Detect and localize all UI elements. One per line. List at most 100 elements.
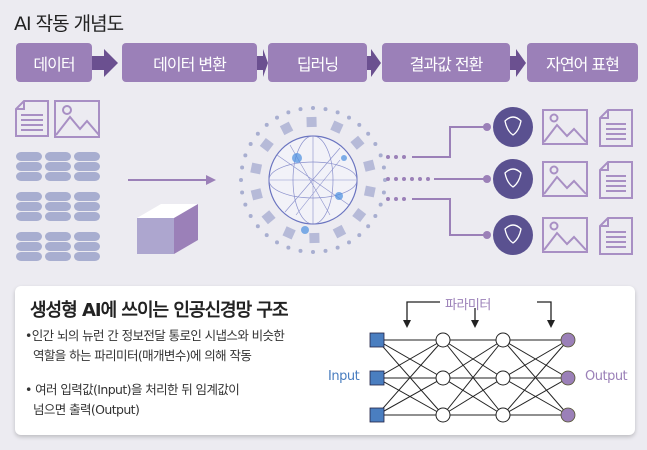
ring-dot bbox=[335, 245, 340, 250]
ring-dot bbox=[298, 248, 303, 253]
parameter-arrows bbox=[406, 301, 552, 322]
ring-dot bbox=[248, 214, 253, 218]
database-icon bbox=[74, 232, 100, 261]
ring-dot bbox=[311, 106, 315, 110]
bullet-2-line-2: 넘으면 출력(Output) bbox=[33, 402, 140, 417]
ring-dot bbox=[381, 165, 386, 170]
ring-dot bbox=[240, 165, 245, 170]
ring-dot bbox=[373, 142, 378, 146]
hidden-node bbox=[495, 370, 511, 386]
network-edges bbox=[376, 339, 569, 416]
ring-dot bbox=[286, 245, 291, 250]
ring-block bbox=[282, 226, 296, 240]
ring-dot bbox=[378, 153, 383, 158]
ring-block bbox=[279, 121, 294, 136]
input-label: Input bbox=[328, 369, 360, 384]
ring-block bbox=[350, 135, 365, 150]
network-diagram bbox=[369, 301, 576, 423]
ring-dot bbox=[323, 107, 328, 112]
database-icon bbox=[74, 192, 100, 221]
ring-block bbox=[250, 188, 263, 201]
hidden-node bbox=[435, 370, 451, 386]
ring-dot bbox=[264, 233, 269, 238]
input-node bbox=[369, 370, 385, 386]
parameter-label: 파라미터 bbox=[445, 298, 491, 313]
ring-dot bbox=[255, 131, 260, 136]
hidden-node bbox=[435, 407, 451, 423]
arrow-icon bbox=[92, 49, 118, 77]
ring-dot bbox=[248, 142, 253, 146]
database-icon bbox=[45, 232, 71, 261]
output-row bbox=[493, 107, 633, 147]
ring-dot bbox=[240, 190, 245, 195]
ring-block bbox=[259, 137, 274, 152]
database-icon bbox=[45, 152, 71, 181]
neural-network-panel: 생성형 AI에 쓰이는 인공신경망 구조 •인간 뇌의 뉴런 간 정보전달 통로… bbox=[15, 286, 635, 435]
input-node bbox=[369, 332, 385, 348]
arrow-icon bbox=[367, 49, 381, 77]
step-natural-language: 자연어 표현 bbox=[527, 43, 638, 82]
ring-dot bbox=[357, 233, 362, 238]
arrow-down-icon bbox=[471, 320, 479, 328]
ring-block bbox=[363, 159, 376, 172]
output-node bbox=[560, 370, 576, 386]
step-data-transform: 데이터 변환 bbox=[122, 43, 257, 82]
ring-dot bbox=[347, 240, 351, 245]
ring-dot bbox=[243, 153, 248, 158]
bullet-1: •인간 뇌의 뉴런 간 정보전달 통로인 시냅스와 비슷한 역할을 하는 파리미… bbox=[25, 326, 285, 366]
ring-dot bbox=[298, 107, 303, 112]
document-icon bbox=[599, 161, 633, 199]
ai-brain-icon bbox=[493, 159, 533, 199]
ring-block bbox=[352, 208, 367, 223]
neural-sphere bbox=[239, 106, 387, 254]
ring-dot bbox=[323, 248, 328, 253]
bullet-2: • 여러 입력값(Input)을 처리한 뒤 임계값이 넘으면 출력(Outpu… bbox=[25, 380, 240, 420]
ring-dot bbox=[335, 110, 340, 115]
bullet-1-line-2: 역할을 하는 파리미터(매개변수)에 의해 작동 bbox=[33, 348, 252, 363]
bullet-1-line-1: •인간 뇌의 뉴런 간 정보전달 통로인 시냅스와 비슷한 bbox=[25, 328, 285, 343]
image-icon bbox=[54, 100, 100, 138]
step-deep-learning: 딥러닝 bbox=[268, 43, 367, 82]
arrow-icon bbox=[257, 49, 268, 77]
ring-dot bbox=[381, 190, 386, 195]
image-icon bbox=[542, 161, 588, 197]
ring-dot bbox=[239, 178, 243, 182]
ring-block bbox=[250, 162, 263, 175]
document-icon bbox=[599, 217, 633, 255]
ring-dot bbox=[357, 122, 362, 127]
ring-dot bbox=[243, 202, 248, 207]
hidden-node bbox=[495, 332, 511, 348]
cube-icon bbox=[137, 204, 198, 254]
panel-title: 생성형 AI에 쓰이는 인공신경망 구조 bbox=[30, 300, 289, 321]
arrow-down-icon bbox=[547, 320, 555, 328]
ring-block bbox=[332, 224, 347, 239]
ring-block bbox=[363, 185, 376, 198]
output-node bbox=[560, 407, 576, 423]
ring-dot bbox=[264, 122, 269, 127]
database-icon bbox=[16, 152, 42, 181]
ai-brain-icon bbox=[493, 215, 533, 255]
ring-dot bbox=[275, 240, 279, 245]
ring-block bbox=[306, 116, 317, 128]
document-icon bbox=[599, 109, 633, 147]
image-icon bbox=[542, 109, 588, 145]
flow-graphic bbox=[15, 49, 633, 261]
ring-block bbox=[330, 120, 344, 134]
document-icon bbox=[15, 100, 49, 137]
bullet-2-line-1: • 여러 입력값(Input)을 처리한 뒤 임계값이 bbox=[25, 382, 240, 397]
database-icon bbox=[74, 152, 100, 181]
ring-dot bbox=[378, 202, 383, 207]
image-icon bbox=[542, 217, 588, 253]
arrow-icon bbox=[206, 175, 216, 185]
step-arrows bbox=[92, 49, 526, 77]
diagram-title: AI 작동 개념도 bbox=[14, 13, 124, 35]
input-node bbox=[369, 407, 385, 423]
ring-dot bbox=[311, 250, 315, 254]
output-row bbox=[493, 159, 633, 199]
database-icon bbox=[16, 192, 42, 221]
output-node bbox=[560, 332, 576, 348]
ring-dot bbox=[255, 224, 260, 229]
output-label: Output bbox=[585, 369, 628, 384]
arrow-down-icon bbox=[403, 320, 411, 328]
connector-dots bbox=[386, 155, 430, 201]
